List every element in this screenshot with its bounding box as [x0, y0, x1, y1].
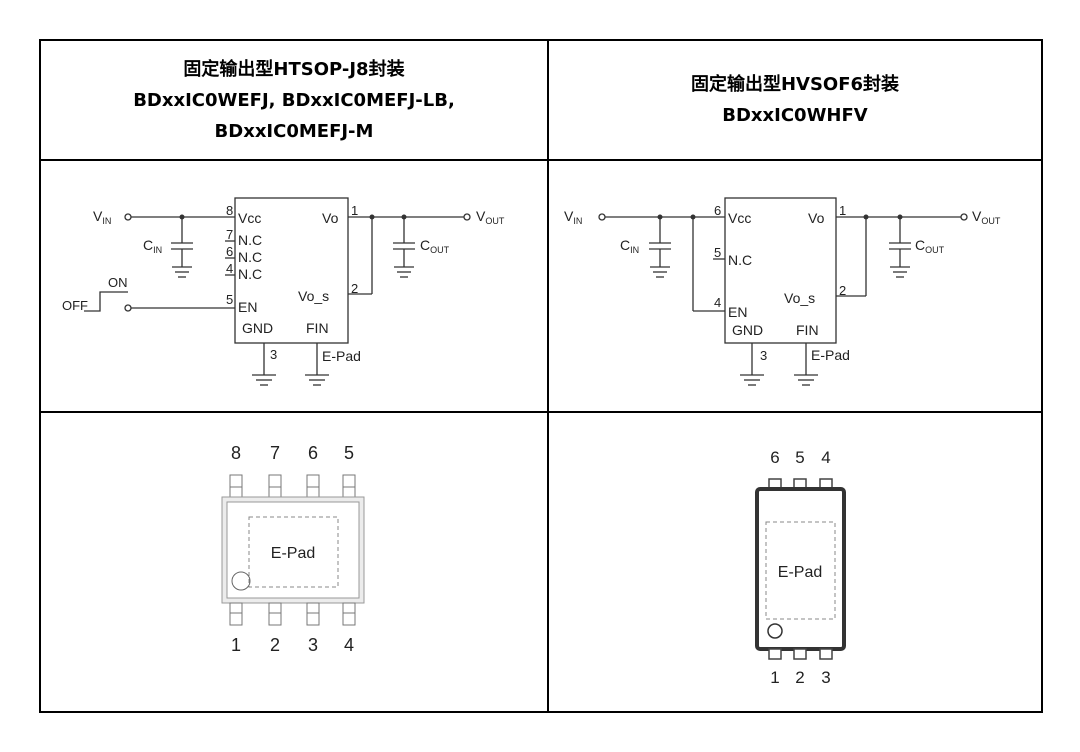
pin-3-label: 3 [308, 635, 318, 655]
pin-gnd-label: GND [732, 322, 763, 338]
epad-label: E-Pad [811, 347, 850, 363]
right-package-cell: 6 5 4 E-Pad 1 2 3 [547, 411, 1043, 713]
left-header-title: 固定输出型HTSOP-J8封装 [183, 58, 405, 80]
pad-3 [819, 648, 833, 660]
pin-8-label: 8 [231, 443, 241, 463]
epad-outline [765, 521, 836, 620]
pin-5-label: 5 [795, 448, 804, 467]
vin-terminal [598, 213, 606, 221]
right-schematic-cell: VIN CIN Vcc N.C [547, 159, 1043, 413]
cin-label: CIN [620, 237, 639, 255]
ic-body [724, 197, 837, 344]
pin-gnd-label: GND [242, 320, 273, 336]
pin-number-7: 7 [226, 227, 233, 242]
pin-number-2: 2 [839, 283, 846, 298]
pin-en-label: EN [728, 304, 747, 320]
lead-2 [268, 602, 282, 626]
pin-1-label: 1 [231, 635, 241, 655]
hvsof6-package-outline: 6 5 4 E-Pad 1 2 3 [755, 448, 846, 687]
vout-label: VOUT [972, 208, 1001, 226]
vout-label: VOUT [476, 208, 505, 226]
pin-3-label: 3 [821, 668, 830, 687]
vin-terminal [124, 213, 132, 221]
pin-number-6: 6 [226, 244, 233, 259]
pin-number-3: 3 [270, 347, 277, 362]
epad-label: E-Pad [778, 564, 822, 581]
off-label: OFF [62, 298, 88, 313]
epad-label: E-Pad [271, 545, 315, 562]
package-comparison-table: 固定输出型HTSOP-J8封装 BDxxIC0WEFJ, BDxxIC0MEFJ… [39, 39, 1043, 713]
htsop-j8-application-circuit: VIN CIN Vcc N.C N.C N.C EN [62, 197, 505, 386]
lead-7 [268, 474, 282, 498]
left-header-models-1: BDxxIC0WEFJ, BDxxIC0MEFJ-LB, [133, 89, 455, 111]
en-terminal [124, 304, 132, 312]
pin-vo-label: Vo [322, 210, 339, 226]
pin-nc-7-label: N.C [238, 232, 262, 248]
pin-nc-label: N.C [728, 252, 752, 268]
pin-7-label: 7 [270, 443, 280, 463]
pin-vo-s-label: Vo_s [784, 290, 815, 306]
lead-4 [342, 602, 356, 626]
pin-number-1: 1 [351, 203, 358, 218]
epad-outline [248, 516, 339, 588]
pin-number-5: 5 [714, 245, 721, 260]
left-schematic-cell: VIN CIN Vcc N.C N.C N.C EN [39, 159, 549, 413]
pin-vo-s-label: Vo_s [298, 288, 329, 304]
pin-6-label: 6 [308, 443, 318, 463]
vout-terminal [960, 213, 968, 221]
vin-label: VIN [93, 208, 111, 226]
pin-number-4: 4 [714, 295, 721, 310]
pin-4-label: 4 [344, 635, 354, 655]
hvsof6-application-circuit: VIN CIN Vcc N.C [564, 197, 1001, 386]
vout-terminal [463, 213, 471, 221]
lead-6 [306, 474, 320, 498]
pin1-marker-icon [767, 623, 783, 639]
pad-1 [768, 648, 782, 660]
pin-1-label: 1 [770, 668, 779, 687]
vin-label: VIN [564, 208, 582, 226]
cout-label: COUT [915, 237, 945, 255]
left-package-cell: 8 7 6 5 E-Pad [39, 411, 549, 713]
pin-nc-6-label: N.C [238, 249, 262, 265]
pin-fin-label: FIN [306, 320, 329, 336]
lead-8 [229, 474, 243, 498]
pin-fin-label: FIN [796, 322, 819, 338]
pin-nc-4-label: N.C [238, 266, 262, 282]
ic-body [234, 197, 349, 344]
pin-number-5: 5 [226, 292, 233, 307]
left-header-models-2: BDxxIC0MEFJ-M [214, 120, 374, 142]
right-header-title: 固定输出型HVSOF6封装 [690, 74, 900, 95]
pin1-marker-icon [231, 571, 251, 591]
pin-vo-label: Vo [808, 210, 825, 226]
pin-2-label: 2 [270, 635, 280, 655]
pin-6-label: 6 [770, 448, 779, 467]
pin-number-2: 2 [351, 281, 358, 296]
pin-vcc-label: Vcc [238, 210, 261, 226]
right-header-cell: 固定输出型HVSOF6封装 BDxxIC0WHFV [547, 39, 1043, 161]
pin-5-label: 5 [344, 443, 354, 463]
pin-vcc-label: Vcc [728, 210, 751, 226]
on-off-switch-icon [84, 291, 128, 312]
cin-label: CIN [143, 237, 162, 255]
pin-number-3: 3 [760, 348, 767, 363]
lead-3 [306, 602, 320, 626]
lead-5 [342, 474, 356, 498]
pad-2 [793, 648, 807, 660]
on-label: ON [108, 275, 128, 290]
pin-en-label: EN [238, 299, 257, 315]
cout-label: COUT [420, 237, 450, 255]
left-header-cell: 固定输出型HTSOP-J8封装 BDxxIC0WEFJ, BDxxIC0MEFJ… [39, 39, 549, 161]
pin-number-8: 8 [226, 203, 233, 218]
pin-number-1: 1 [839, 203, 846, 218]
pin-4-label: 4 [821, 448, 830, 467]
pin-2-label: 2 [795, 668, 804, 687]
pin-number-4: 4 [226, 261, 233, 276]
epad-label: E-Pad [322, 348, 361, 364]
lead-1 [229, 602, 243, 626]
pin-number-6: 6 [714, 203, 721, 218]
htsop-j8-package-outline: 8 7 6 5 E-Pad [221, 443, 365, 655]
right-header-models: BDxxIC0WHFV [722, 105, 868, 126]
